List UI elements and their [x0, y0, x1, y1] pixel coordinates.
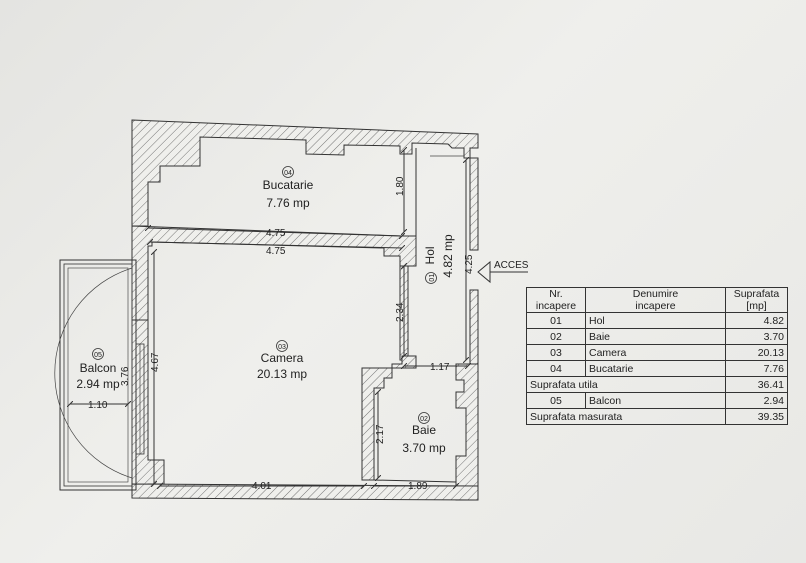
- room-area-bucatarie: 7.76 mp: [266, 196, 310, 210]
- room-area-table: Nr. incapere Denumire incapere Suprafata…: [526, 287, 788, 425]
- wall-right-lower: [469, 289, 479, 369]
- room-num-baie: 02: [420, 416, 428, 423]
- room-name-hol: Hol: [423, 246, 437, 264]
- cell-name: Camera: [585, 344, 726, 361]
- dim-bottom-right: 1.89: [408, 481, 428, 492]
- room-area-camera: 20.13 mp: [257, 367, 307, 381]
- cell-nr: 02: [526, 328, 586, 345]
- table-row: 03 Camera 20.13: [526, 344, 788, 361]
- room-name-bucatarie: Bucatarie: [263, 178, 314, 192]
- header-denumire: Denumire incapere: [585, 287, 726, 313]
- cell-utila-label: Suprafata utila: [526, 376, 726, 393]
- dim-kitchen-depth: 1.80: [395, 176, 406, 196]
- room-marker-baie: [418, 412, 430, 424]
- access-label: ACCES: [494, 260, 529, 271]
- dim-camera-side: 2.34: [395, 302, 406, 322]
- cell-nr: 04: [526, 360, 586, 377]
- cell-value: 20.13: [725, 344, 788, 361]
- room-area-balcon: 2.94 mp: [76, 377, 120, 391]
- cell-value: 2.94: [725, 392, 788, 409]
- cell-value: 4.82: [725, 312, 788, 329]
- dim-kitchen-width-bottom: 4.75: [266, 246, 286, 257]
- dim-bottom-left: 4.01: [252, 481, 272, 492]
- cell-value: 3.70: [725, 328, 788, 345]
- table-row: 01 Hol 4.82: [526, 312, 788, 329]
- room-name-balcon: Balcon: [80, 361, 117, 375]
- cell-nr: 03: [526, 344, 586, 361]
- cell-value: 7.76: [725, 360, 788, 377]
- dim-kitchen-width-top: 4.75: [266, 228, 286, 239]
- room-num-hol: 01: [429, 274, 436, 282]
- cell-name: Baie: [585, 328, 726, 345]
- room-name-camera: Camera: [261, 351, 304, 365]
- wall-bath-left: [361, 355, 417, 481]
- table-row-masurata: Suprafata masurata 39.35: [526, 408, 788, 425]
- cell-nr: 01: [526, 312, 586, 329]
- room-area-hol: 4.82 mp: [441, 234, 455, 278]
- dim-camera-height: 4.67: [150, 352, 161, 372]
- table-row-utila: Suprafata utila 36.41: [526, 376, 788, 393]
- dim-balcony-height: 3.76: [120, 366, 131, 386]
- cell-masurata-value: 39.35: [725, 408, 788, 425]
- header-nr: Nr. incapere: [526, 287, 586, 313]
- room-num-balcon: 05: [94, 352, 102, 359]
- room-marker-bucatarie: [282, 166, 294, 178]
- wall-bath-right: [455, 363, 479, 501]
- wall-right-upper: [469, 157, 479, 251]
- dim-hall-depth: 4.25: [464, 254, 475, 274]
- cell-name: Hol: [585, 312, 726, 329]
- room-marker-camera: [276, 340, 288, 352]
- cell-masurata-label: Suprafata masurata: [526, 408, 726, 425]
- table-row: 04 Bucatarie 7.76: [526, 360, 788, 377]
- cell-nr: 05: [526, 392, 586, 409]
- dim-balcony-width: 1.10: [88, 400, 108, 411]
- table-row-balcon: 05 Balcon 2.94: [526, 392, 788, 409]
- header-suprafata: Suprafata [mp]: [725, 287, 788, 313]
- wall-kitchen-top: [131, 119, 479, 227]
- table-header-row: Nr. incapere Denumire incapere Suprafata…: [526, 287, 788, 313]
- room-num-bucatarie: 04: [284, 170, 292, 177]
- table-row: 02 Baie 3.70: [526, 328, 788, 345]
- dim-bath-height: 2.17: [375, 424, 386, 444]
- room-area-baie: 3.70 mp: [402, 441, 446, 455]
- cell-utila-value: 36.41: [725, 376, 788, 393]
- access-arrow-icon: [477, 260, 491, 284]
- room-marker-balcon: [92, 348, 104, 360]
- dim-hall-to-bath: 1.17: [430, 362, 450, 373]
- cell-name: Bucatarie: [585, 360, 726, 377]
- balcony-door-swing: [54, 267, 133, 479]
- room-label-hol: 01 Hol: [423, 246, 437, 281]
- wall-kitchen-camera: [131, 225, 417, 321]
- room-name-baie: Baie: [412, 423, 436, 437]
- cell-name: Balcon: [585, 392, 726, 409]
- room-num-camera: 03: [278, 344, 286, 351]
